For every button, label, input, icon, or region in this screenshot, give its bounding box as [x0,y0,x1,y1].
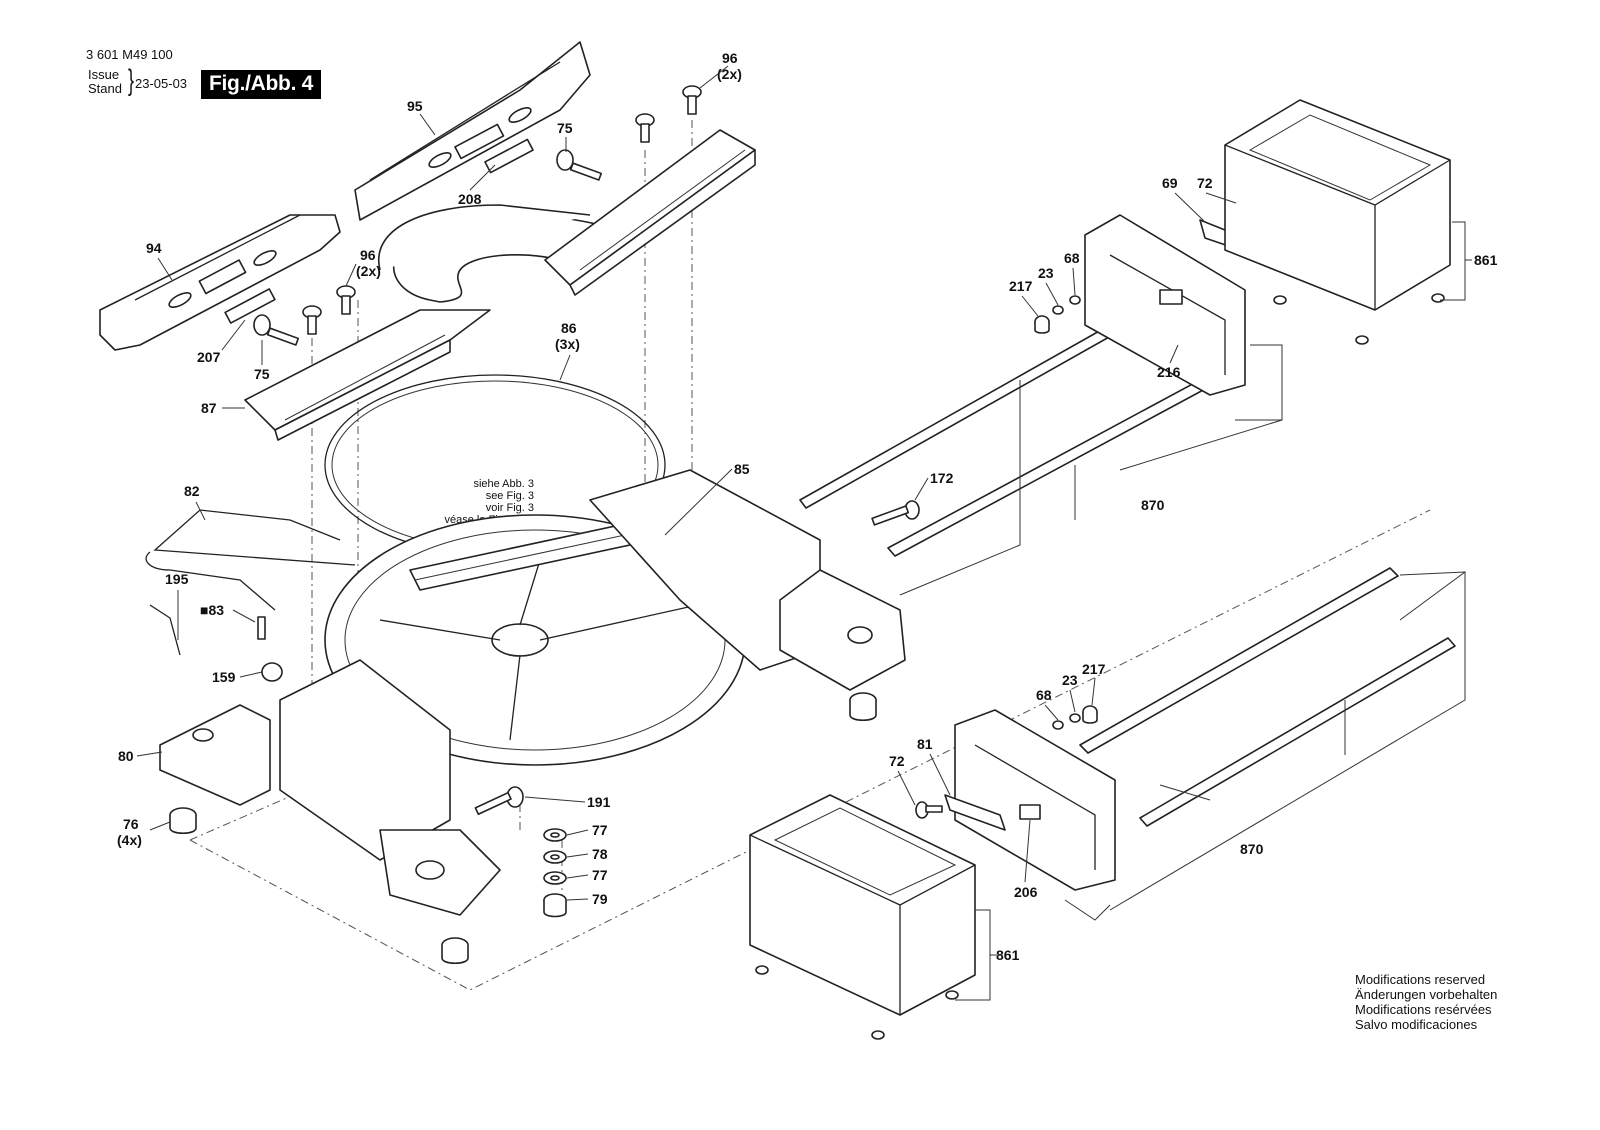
callout-96a-qty: (2x) [717,66,742,82]
fence-rail-right [544,129,756,296]
callout-80: 80 [118,748,134,764]
callout-172: 172 [930,470,954,486]
callout-207: 207 [197,349,221,365]
brace-glyph: } [128,64,135,97]
callout-96b-qty: (2x) [356,263,381,279]
callout-96b: 96 [360,247,376,263]
callout-96a: 96 [722,50,738,66]
table-insert [377,204,601,303]
callout-68a: 68 [1064,250,1080,266]
modifications-notice: Modifications reserved Änderungen vorbeh… [1355,972,1497,1032]
figure-badge: Fig./Abb. 4 [201,70,322,99]
callout-216: 216 [1157,364,1181,380]
reference-line-en: see Fig. 3 [485,490,534,502]
callout-861a: 861 [1474,252,1498,268]
storage-box-861-upper [1224,99,1451,345]
reference-line-fr: voir Fig. 3 [485,502,534,514]
callout-82: 82 [184,483,200,499]
callout-217b: 217 [1082,661,1106,677]
callout-23b: 23 [1062,672,1078,688]
notice-line-fr: Modifications resérvées [1355,1002,1492,1017]
handle-82 [145,509,356,611]
callout-191: 191 [587,794,611,810]
callout-72a: 72 [1197,175,1213,191]
callout-208: 208 [458,191,482,207]
callout-69: 69 [1162,175,1178,191]
end-plate-206 [915,705,1116,891]
callout-870b: 870 [1240,841,1264,857]
end-plate-216 [1034,196,1256,396]
callout-206: 206 [1014,884,1038,900]
fence-94 [99,214,341,351]
screws [253,85,702,346]
callout-75b: 75 [254,366,270,382]
callout-76-qty: (4x) [117,832,142,848]
fence-95 [354,41,591,221]
feet-and-nuts [169,616,877,965]
callout-195: 195 [165,571,189,587]
callout-85: 85 [734,461,750,477]
part-number: 3 601 M49 100 [86,47,173,62]
callout-217a: 217 [1009,278,1033,294]
callout-77b: 77 [592,867,608,883]
callout-870a: 870 [1141,497,1165,513]
callout-75a: 75 [557,120,573,136]
notice-line-en: Modifications reserved [1355,972,1486,987]
rods-870-upper [799,324,1208,557]
storage-box-861-lower [749,794,976,1040]
reference-line-de: siehe Abb. 3 [473,478,534,490]
hex-key-195 [149,604,181,656]
callout-72b: 72 [889,753,905,769]
callout-79: 79 [592,891,608,907]
callout-labels: 96 (2x) 95 75 208 94 96 (2x) 207 75 86 (… [117,50,1498,963]
saw-base [159,469,906,916]
fence-rail-87 [244,309,491,441]
callout-23a: 23 [1038,265,1054,281]
callout-86: 86 [561,320,577,336]
callout-94: 94 [146,240,162,256]
callout-86-qty: (3x) [555,336,580,352]
callout-87: 87 [201,400,217,416]
callout-68b: 68 [1036,687,1052,703]
issue-label: Issue [88,67,120,82]
stand-label: Stand [88,81,122,96]
notice-line-de: Änderungen vorbehalten [1355,987,1498,1002]
notice-line-es: Salvo modificaciones [1355,1017,1478,1032]
callout-76: 76 [123,816,139,832]
bracket-leaders [899,221,1472,1001]
callout-861b: 861 [996,947,1020,963]
label-leaders [136,65,1237,901]
callout-83: ■83 [200,602,224,618]
rods-870-lower [1079,567,1456,827]
issue-date: 23-05-03 [135,76,188,91]
callout-77a: 77 [592,822,608,838]
callout-81: 81 [917,736,933,752]
callout-95: 95 [407,98,423,114]
callout-159: 159 [212,669,236,685]
callout-78: 78 [592,846,608,862]
